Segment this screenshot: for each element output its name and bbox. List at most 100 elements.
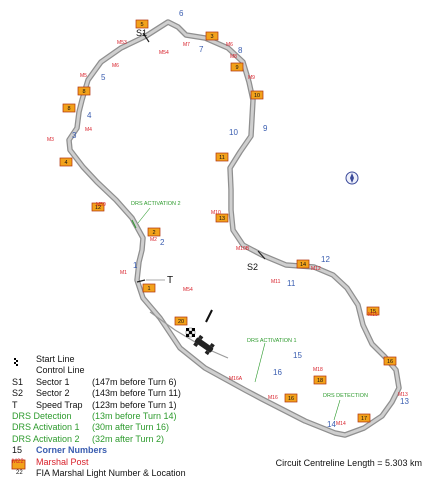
marshal-light-box: 1: [142, 283, 156, 293]
corner-number: 11: [287, 279, 296, 288]
circuit-track: [67, 20, 401, 437]
marshal-light-box: 8: [77, 86, 91, 96]
legend-light-label: FIA Marshal Light Number & Location: [36, 467, 186, 478]
legend-drs-detection-label: DRS Detection: [12, 410, 72, 421]
marshal-light-box: 10: [250, 90, 264, 100]
marshal-post-label: M5: [80, 73, 87, 79]
legend-s2-key: S2: [12, 388, 24, 399]
corner-number: 16: [273, 368, 282, 377]
marshal-post-label: M2: [150, 237, 157, 243]
corner-number: 15: [293, 351, 302, 360]
marshal-post-label: M6: [112, 63, 119, 69]
marshal-light-number: 4: [64, 160, 67, 166]
marshal-light-number: 12: [95, 205, 101, 211]
legend-marshal-label: Marshal Post: [36, 456, 89, 467]
sector-2-line: [257, 250, 266, 260]
corner-number: 14: [327, 420, 336, 429]
legend-s2-detail: (143m before Turn 11): [92, 388, 181, 399]
legend-s2-label: Sector 2: [36, 388, 70, 399]
marshal-light-box: 16: [383, 356, 397, 366]
drs-activation-2-label: DRS ACTIVATION 2: [131, 201, 181, 207]
drs-activation-1-leader: [254, 342, 266, 383]
pit-lane: [149, 311, 229, 359]
marshal-post-label: M59: [96, 202, 106, 208]
legend-drs-activation-1-label: DRS Activation 1: [12, 422, 80, 433]
corner-number: 3: [72, 131, 77, 140]
drs-detection-label: DRS DETECTION: [323, 393, 368, 399]
corner-number: 10: [229, 128, 238, 137]
drs-activation-2-leader: [137, 207, 151, 224]
marshal-light-number: 1: [147, 286, 150, 292]
start-flag-icon: [185, 327, 196, 338]
legend-drs-activation-1-detail: (30m after Turn 16): [92, 422, 170, 433]
race-car-icon: [193, 334, 215, 356]
legend-marshal-key: M22: [12, 458, 24, 465]
sector-2-label: S2: [247, 262, 258, 272]
legend-start-line: Start Line: [36, 354, 75, 364]
sector-1-label: S1: [136, 28, 147, 38]
marshal-light-number: 14: [300, 262, 306, 268]
light-legend-swatch: [11, 459, 26, 470]
marshal-light-box: 2: [147, 227, 161, 237]
compass-icon: [345, 171, 359, 185]
marshal-post-label: M4: [85, 127, 92, 133]
marshal-post-label: M10B: [236, 246, 250, 252]
marshal-post-label: M53: [117, 40, 127, 46]
marshal-post-label: M9: [248, 75, 255, 81]
marshal-light-number: 18: [317, 378, 323, 384]
marshal-light-box: 20: [174, 316, 188, 326]
marshal-light-box: 16: [284, 393, 298, 403]
marshal-light-number: 3: [210, 34, 213, 40]
marshal-post-label: M54: [183, 287, 193, 293]
speed-trap-line: [136, 279, 146, 283]
marshal-light-number: 17: [361, 416, 367, 422]
marshal-post-label: M3: [47, 137, 54, 143]
corner-number: 9: [263, 124, 268, 133]
marshal-light-box: 9: [230, 62, 244, 72]
marshal-post-label: M1: [120, 270, 127, 276]
legend-control-line: Control Line: [36, 365, 85, 376]
marshal-light-number: 16: [387, 359, 393, 365]
marshal-post-label: M10: [211, 210, 221, 216]
corner-number: 6: [179, 9, 184, 18]
drs-detection-leader: [333, 399, 341, 421]
corner-number: 7: [199, 45, 204, 54]
legend-s1-detail: (147m before Turn 6): [92, 376, 177, 387]
marshal-light-box: 18: [313, 375, 327, 385]
marshal-light-box: 12: [91, 202, 105, 212]
marshal-light-number: 5: [140, 22, 143, 28]
legend-t-detail: (123m before Turn 1): [92, 399, 177, 410]
marshal-post-label: M16: [268, 395, 278, 401]
marshal-light-box: 13: [215, 213, 229, 223]
marshal-post-label: M6: [226, 42, 233, 48]
marshal-light-box: 4: [59, 157, 73, 167]
corner-number: 4: [87, 111, 92, 120]
legend-light-key: 22: [16, 469, 23, 476]
legend-t-label: Speed Trap: [36, 399, 83, 410]
legend-corner-key: 15: [12, 445, 23, 456]
marshal-light-box: 8: [62, 103, 76, 113]
start-line-legend-icon: [14, 358, 18, 366]
legend: Start Line Control Line S1 Sector 1 (147…: [12, 354, 272, 479]
corner-number: 12: [321, 255, 330, 264]
marshal-light-number: 8: [67, 106, 70, 112]
marshal-light-number: 2: [152, 230, 155, 236]
marshal-post-label: M54: [159, 50, 169, 56]
pit-exit-marker-icon: [205, 309, 213, 323]
drs-activation-2-line: [131, 219, 137, 229]
marshal-light-box: 3: [205, 31, 219, 41]
legend-s1-key: S1: [12, 376, 24, 387]
marshal-light-number: 20: [178, 319, 184, 325]
marshal-post-label: M14: [336, 421, 346, 427]
sector-1-line: [142, 32, 150, 43]
circuit-length: Circuit Centreline Length = 5.303 km: [275, 458, 422, 468]
marshal-light-box: 14: [296, 259, 310, 269]
marshal-light-number: 13: [219, 216, 225, 222]
marshal-post-label: M15: [368, 312, 378, 318]
corner-number: 2: [160, 238, 165, 247]
marshal-light-number: 9: [235, 65, 238, 71]
corner-number: 13: [400, 397, 409, 406]
marshal-light-box: 11: [215, 152, 229, 162]
marshal-light-box: 17: [357, 413, 371, 423]
